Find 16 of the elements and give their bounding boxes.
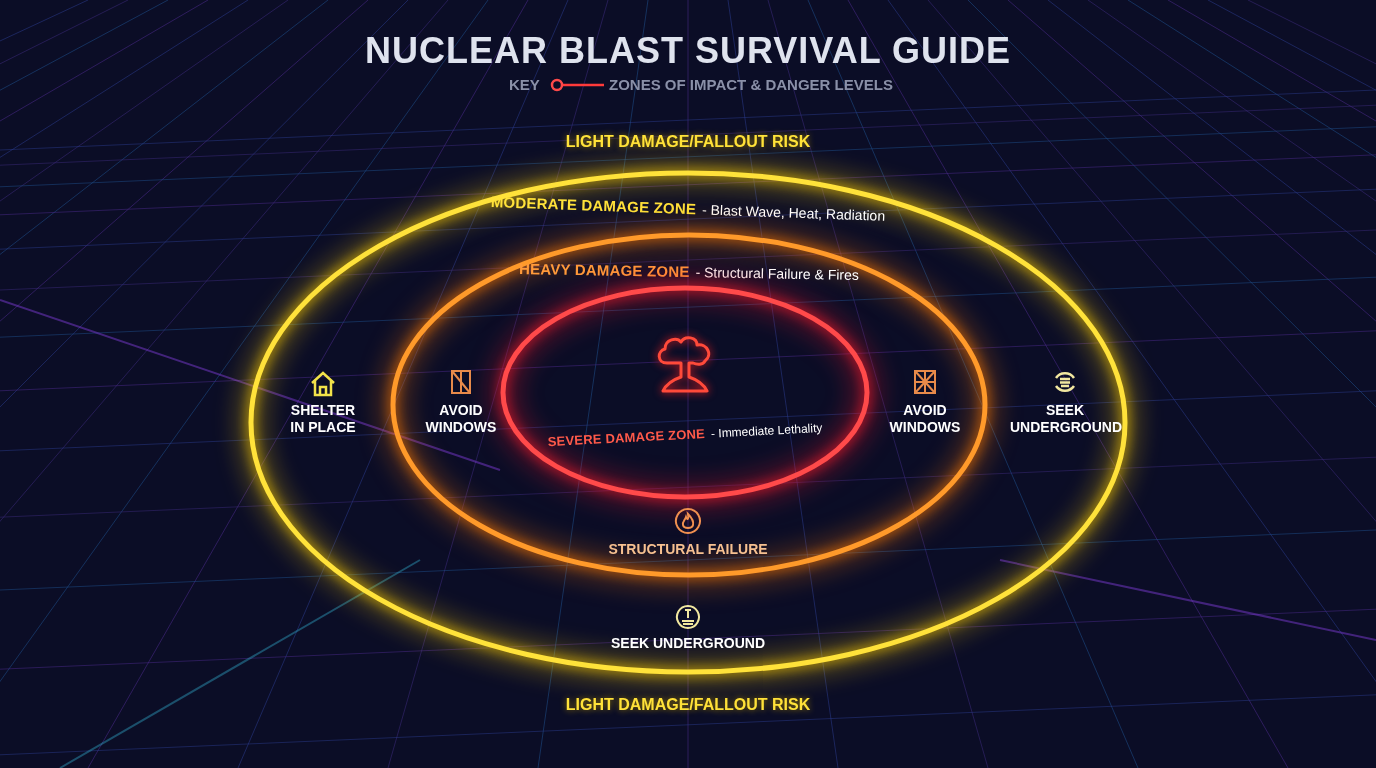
zone-label: LIGHT DAMAGE/FALLOUT RISK [564,133,812,151]
zone-name: HEAVY DAMAGE ZONE [519,260,690,280]
zone-description: - Structural Failure & Fires [695,264,859,283]
action-label: SEEK UNDERGROUND [610,635,766,652]
legend-text: ZONES OF IMPACT & DANGER LEVELS [609,76,893,93]
zone-label: LIGHT DAMAGE/FALLOUT RISK [564,696,812,714]
action-label: SEEK UNDERGROUND [1010,402,1120,436]
action-label: SHELTER IN PLACE [289,402,357,436]
action-label: AVOID WINDOWS [888,402,962,436]
zone-description: - Immediate Lethality [710,420,823,441]
zone-description: - Blast Wave, Heat, Radiation [701,201,886,224]
action-label: AVOID WINDOWS [424,402,498,436]
action-label: STRUCTURAL FAILURE [607,541,769,558]
key-label: KEY [509,76,540,93]
zone-name: SEVERE DAMAGE ZONE [547,425,706,450]
title: NUCLEAR BLAST SURVIVAL GUIDE [363,30,1012,72]
